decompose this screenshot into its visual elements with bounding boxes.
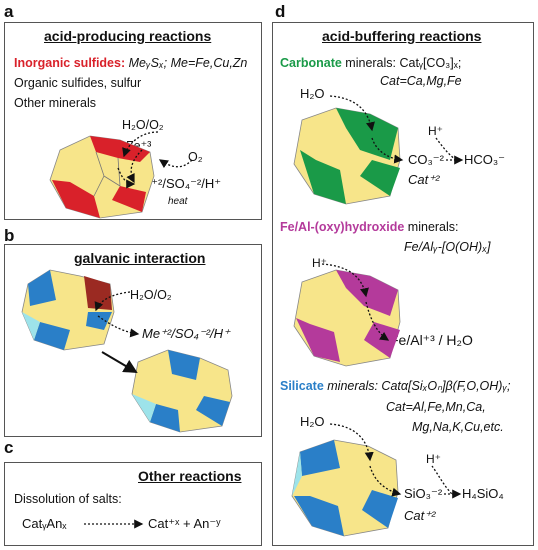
sil-sio3: SiO₃⁻² — [404, 486, 443, 501]
d-silicate-grain — [291, 439, 399, 537]
organic-sulfides-text: Organic sulfides, sulfur — [14, 76, 142, 90]
other-minerals-text: Other minerals — [14, 96, 96, 110]
c-reactant: CatᵧAnₓ — [22, 516, 67, 531]
inorganic-sulfides-label: Inorganic sulfides: — [14, 56, 126, 70]
d-blue-patch-3 — [362, 490, 398, 528]
b2-cyan-patch — [132, 394, 156, 422]
inorganic-sulfides-line: Inorganic sulfides: MeᵧSₓ; Me=Fe,Cu,Zn — [14, 56, 247, 70]
sil-arrow-h2o — [329, 423, 374, 462]
silicate-line: Silicate minerals: Catα[SiₓOₙ]β(F,O,OH)ᵧ… — [280, 378, 511, 393]
panel-a-box — [4, 22, 262, 220]
b-mineral-grain-1 — [21, 269, 115, 351]
carbonate-text: minerals: Catᵧ[CO₃]ₓ; — [341, 56, 462, 70]
a-red-sulfide-right — [112, 186, 146, 212]
d-feal-grain — [293, 269, 401, 367]
d-magenta-patch-2 — [296, 318, 340, 362]
sil-arrow-sio3 — [369, 465, 402, 497]
b-blue-patch-2 — [86, 312, 112, 330]
b-blue-patch-3 — [34, 322, 70, 350]
d-green-patch-1 — [336, 108, 398, 160]
b2-blue-patch-3 — [196, 396, 230, 426]
feal-arrow-products — [365, 301, 390, 341]
a-arrow-fe3 — [126, 149, 143, 184]
carb-h: H⁺ — [428, 124, 443, 138]
a-arrow-products — [117, 167, 136, 189]
carb-cat: Cat⁺² — [408, 172, 440, 187]
b2-blue-patch-1 — [168, 350, 200, 380]
panel-d-title: acid-buffering reactions — [322, 28, 482, 44]
sil-h4sio4: H₄SiO₄ — [462, 486, 504, 501]
feal-products: Fe/Al⁺³ / H₂O — [390, 332, 473, 348]
d-green-patch-2 — [300, 150, 346, 204]
inorganic-sulfides-formula: MeᵧSₓ; Me=Fe,Cu,Zn — [128, 56, 248, 70]
panel-c-box — [4, 462, 262, 546]
panel-a-title: acid-producing reactions — [44, 28, 212, 44]
a-products: Fe⁺²/SO₄⁻²/H⁺ — [136, 176, 222, 191]
b2-blue-patch-2 — [150, 404, 180, 432]
feal-line: Fe/Al-(oxy)hydroxide minerals: — [280, 220, 459, 234]
sil-arrow-h — [431, 465, 453, 495]
carb-hco3: HCO₃⁻ — [464, 152, 506, 167]
silicate-text: minerals: Catα[SiₓOₙ]β(F,O,OH)ᵧ; — [323, 379, 511, 393]
b-mineral-grain-2 — [131, 349, 233, 433]
feal-text: minerals: — [404, 220, 459, 234]
sil-cat: Cat⁺² — [404, 508, 436, 523]
b-arrow-h2o-o2 — [94, 291, 131, 312]
b-transition-arrow — [101, 351, 138, 374]
feal-label: Fe/Al-(oxy)hydroxide — [280, 220, 405, 234]
silicate-label: Silicate — [280, 379, 324, 393]
panel-c-title: Other reactions — [138, 468, 242, 484]
a-arrow-o2 — [158, 159, 193, 169]
a-h2o-o2: H₂O/O₂ — [122, 118, 164, 132]
a-arrow-h2o-o2 — [122, 131, 159, 158]
d-blue-patch-1 — [300, 440, 340, 476]
silicate-cat2: Mg,Na,K,Cu,etc. — [412, 420, 504, 434]
carb-arrow-h — [435, 137, 457, 161]
b-products: Me⁺²/SO₄⁻²/H⁺ — [142, 326, 230, 341]
a-heat: heat — [168, 196, 188, 207]
panel-label-a: a — [4, 2, 14, 21]
b-arrow-products — [97, 315, 140, 338]
panel-b-box — [4, 244, 262, 437]
carb-h2o: H₂O — [300, 86, 325, 101]
sil-h: H⁺ — [426, 452, 441, 466]
panel-label-c: c — [4, 438, 14, 457]
c-dissolution-text: Dissolution of salts: — [14, 492, 122, 506]
panel-label-d: d — [275, 2, 286, 21]
carbonate-label: Carbonate — [280, 56, 342, 70]
d-cyan-patch — [292, 452, 302, 496]
a-red-sulfide-top — [90, 136, 150, 162]
panel-d-box — [272, 22, 534, 546]
a-red-sulfide-left — [52, 180, 100, 218]
c-products: Cat⁺ˣ + An⁻ʸ — [148, 516, 221, 531]
carbonate-cat: Cat=Ca,Mg,Fe — [380, 74, 462, 88]
b-h2o-o2: H₂O/O₂ — [130, 288, 172, 302]
carb-co3: CO₃⁻² — [408, 152, 444, 167]
panel-b-title: galvanic interaction — [74, 250, 206, 266]
panel-label-b: b — [4, 226, 15, 245]
carbonate-line: Carbonate minerals: Catᵧ[CO₃]ₓ; — [280, 56, 461, 70]
feal-formula: Fe/Alᵧ-[O(OH)ₓ] — [404, 240, 491, 254]
d-green-patch-3 — [360, 160, 400, 196]
silicate-cat1: Cat=Al,Fe,Mn,Ca, — [386, 400, 486, 414]
feal-arrow-h — [321, 263, 369, 298]
b-blue-patch-1 — [28, 270, 56, 306]
sil-h2o: H₂O — [300, 414, 325, 429]
d-blue-patch-2 — [294, 496, 344, 536]
feal-h: H⁺ — [312, 256, 327, 270]
b-dark-red-patch — [84, 276, 112, 310]
d-carbonate-grain — [293, 107, 401, 205]
b-cyan-patch — [22, 312, 40, 340]
a-mineral-grain — [49, 135, 155, 219]
